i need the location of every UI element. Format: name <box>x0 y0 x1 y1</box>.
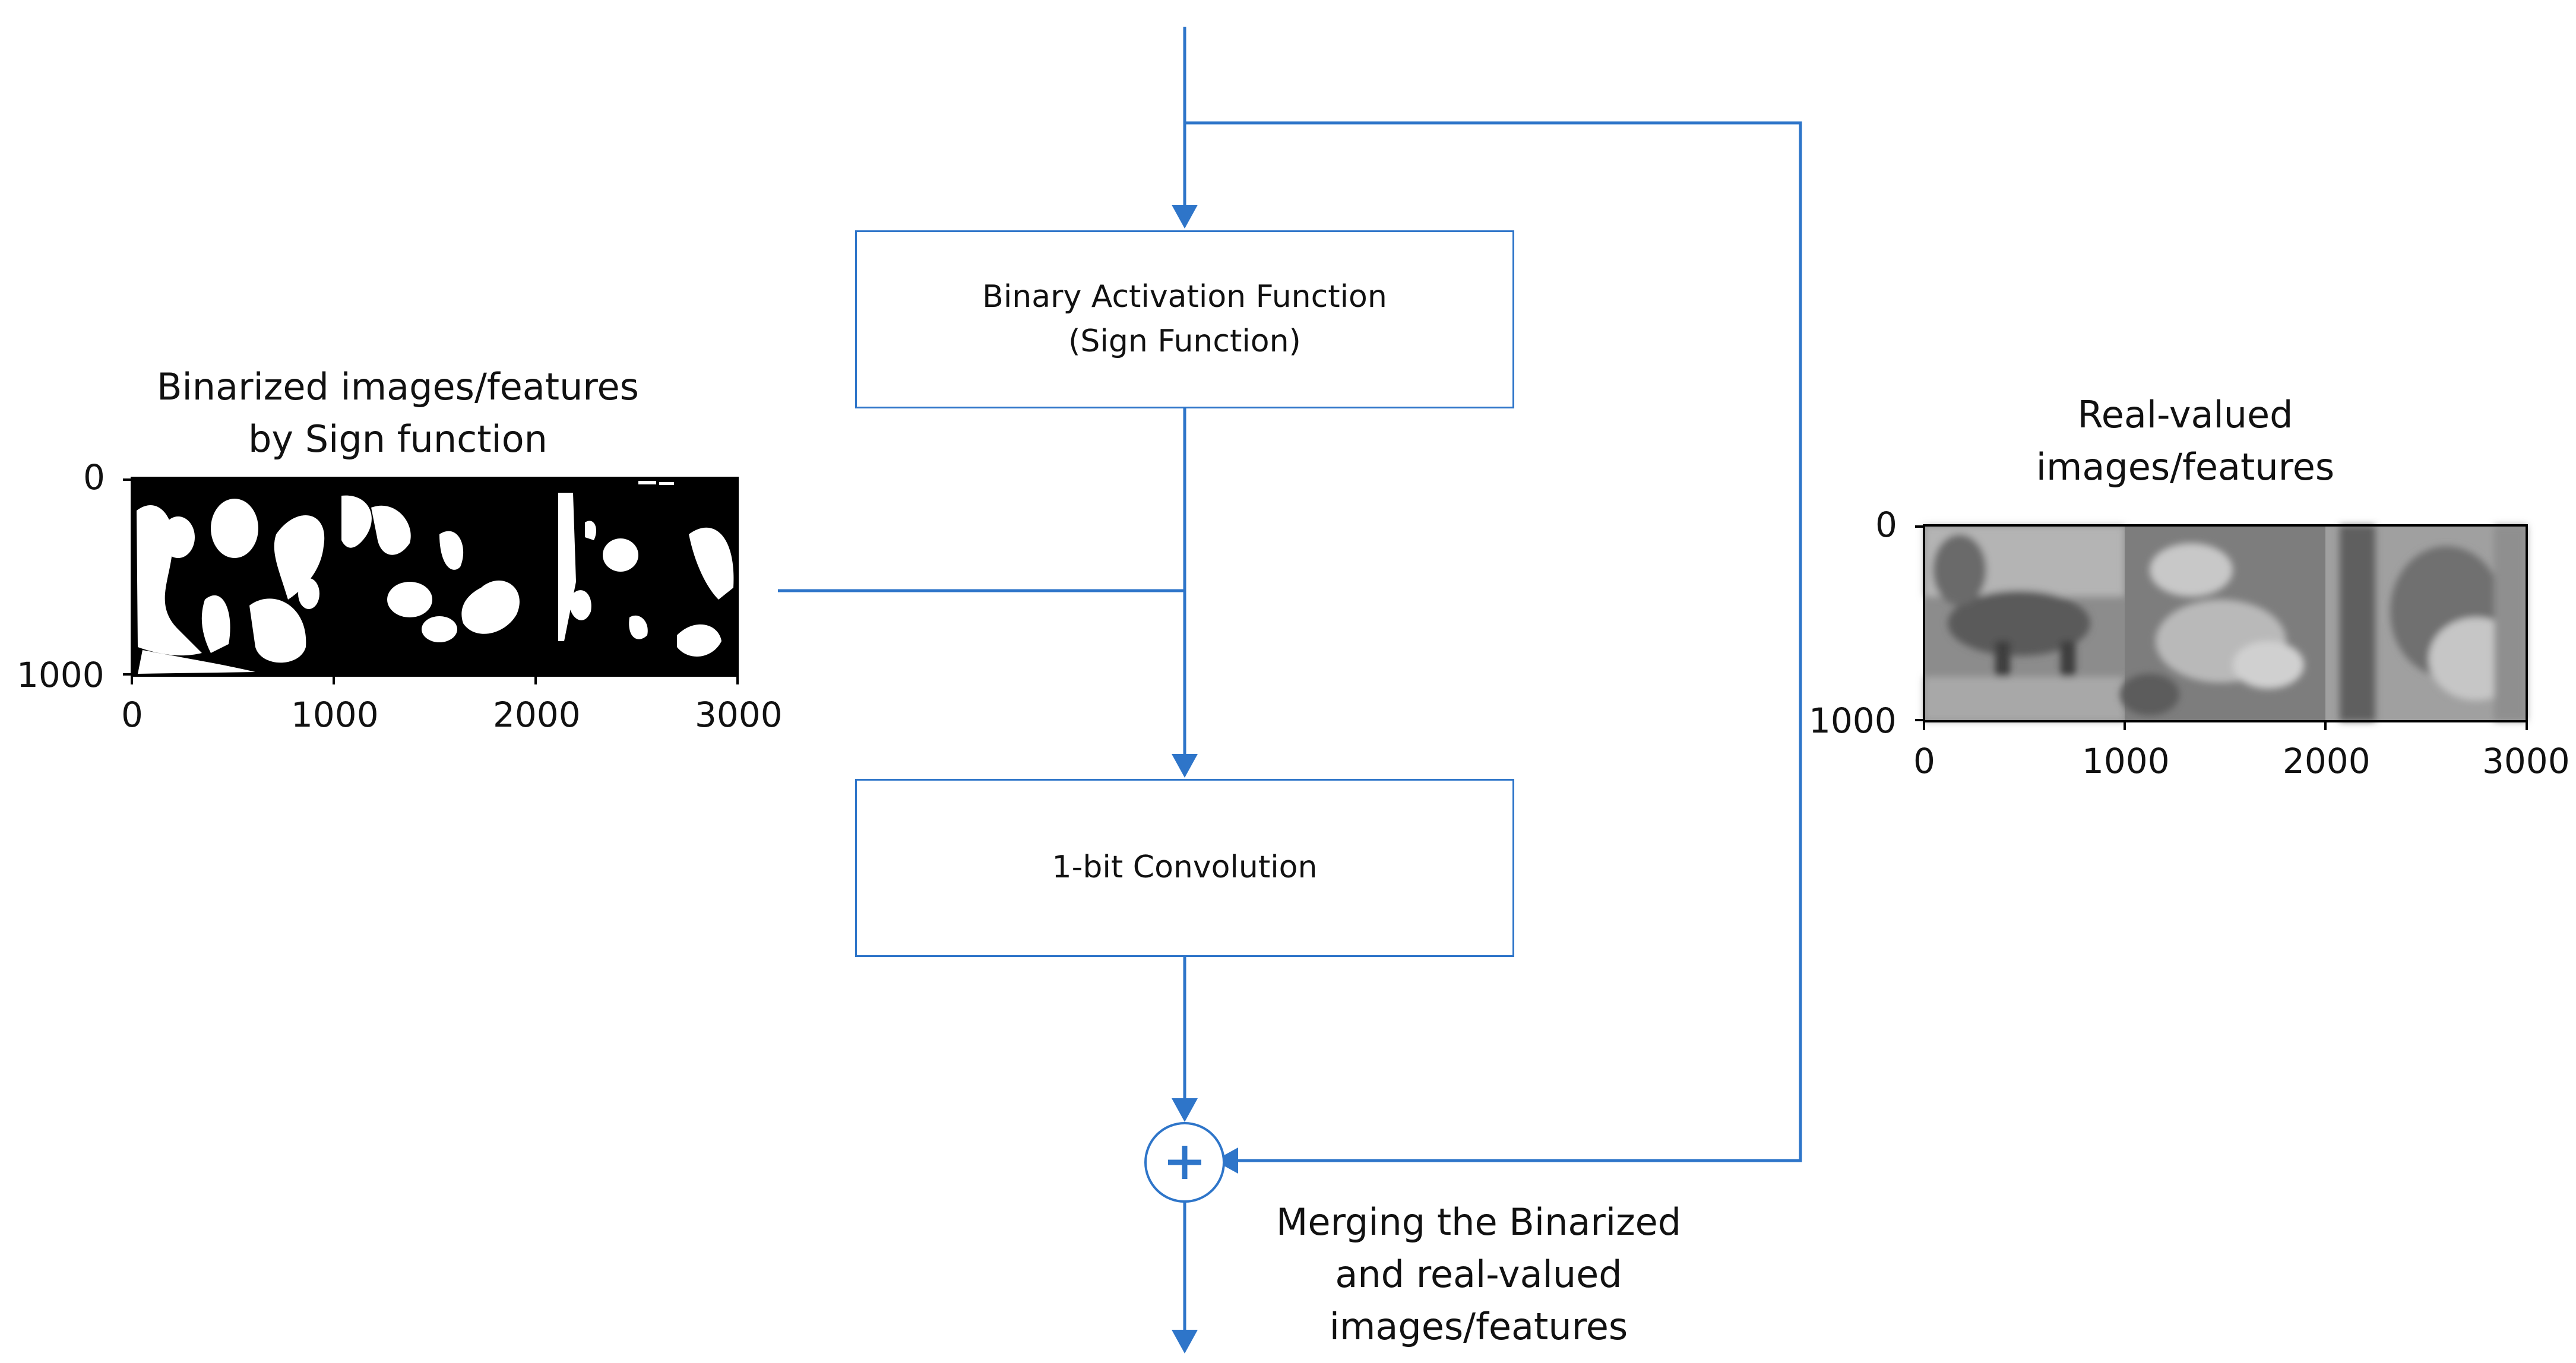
binarized-xtick-1000: 1000 <box>291 695 379 735</box>
plus-icon <box>1168 1146 1201 1179</box>
realvalued-xtick-2000: 2000 <box>2283 741 2371 781</box>
merging-annotation-line1: Merging the Binarized <box>1276 1200 1682 1244</box>
binarized-annotation-line2: by Sign function <box>248 417 548 461</box>
arrowhead-output <box>1172 1330 1198 1354</box>
realvalued-annotation-line1: Real-valued <box>2077 393 2293 436</box>
binarized-axis-ticks <box>123 478 739 684</box>
realvalued-ytick-1000: 1000 <box>1809 700 1897 741</box>
binarized-annotation-line1: Binarized images/features <box>157 365 639 408</box>
binarized-ytick-0: 0 <box>83 457 105 497</box>
realvalued-annotation-line2: images/features <box>2036 445 2335 489</box>
binarized-xtick-3000: 3000 <box>695 695 783 735</box>
convolution-label: 1-bit Convolution <box>1052 850 1318 886</box>
realvalued-ytick-0: 0 <box>1875 505 1897 545</box>
binarized-xtick-0: 0 <box>121 695 143 735</box>
realvalued-annotation: Real-valued images/features <box>1960 389 2411 493</box>
binarized-xtick-2000: 2000 <box>493 695 581 735</box>
activation-label-line1: Binary Activation Function <box>982 278 1387 315</box>
arrowhead-skip-into-merge <box>1214 1148 1238 1174</box>
activation-label-line2: (Sign Function) <box>1068 324 1301 359</box>
binarized-annotation: Binarized images/features by Sign functi… <box>137 361 659 465</box>
arrowhead-merge <box>1172 1098 1198 1122</box>
realvalued-axis-ticks <box>1915 525 2528 730</box>
merging-annotation-line2: and real-valued <box>1335 1253 1622 1297</box>
arrowhead-convolution <box>1172 754 1198 778</box>
edge-skip-connection <box>1185 121 1802 1162</box>
arrowhead-activation <box>1172 205 1198 229</box>
merging-annotation: Merging the Binarized and real-valued im… <box>1241 1196 1716 1353</box>
merging-annotation-line3: images/features <box>1329 1305 1628 1349</box>
realvalued-xtick-3000: 3000 <box>2482 741 2570 781</box>
realvalued-xtick-0: 0 <box>1913 741 1935 781</box>
binarized-image <box>131 477 739 677</box>
realvalued-xtick-1000: 1000 <box>2082 741 2170 781</box>
convolution-node: 1-bit Convolution <box>855 779 1514 957</box>
realvalued-image <box>1923 524 2528 722</box>
binarized-ytick-1000: 1000 <box>17 655 105 695</box>
activation-node: Binary Activation Function (Sign Functio… <box>855 230 1514 408</box>
